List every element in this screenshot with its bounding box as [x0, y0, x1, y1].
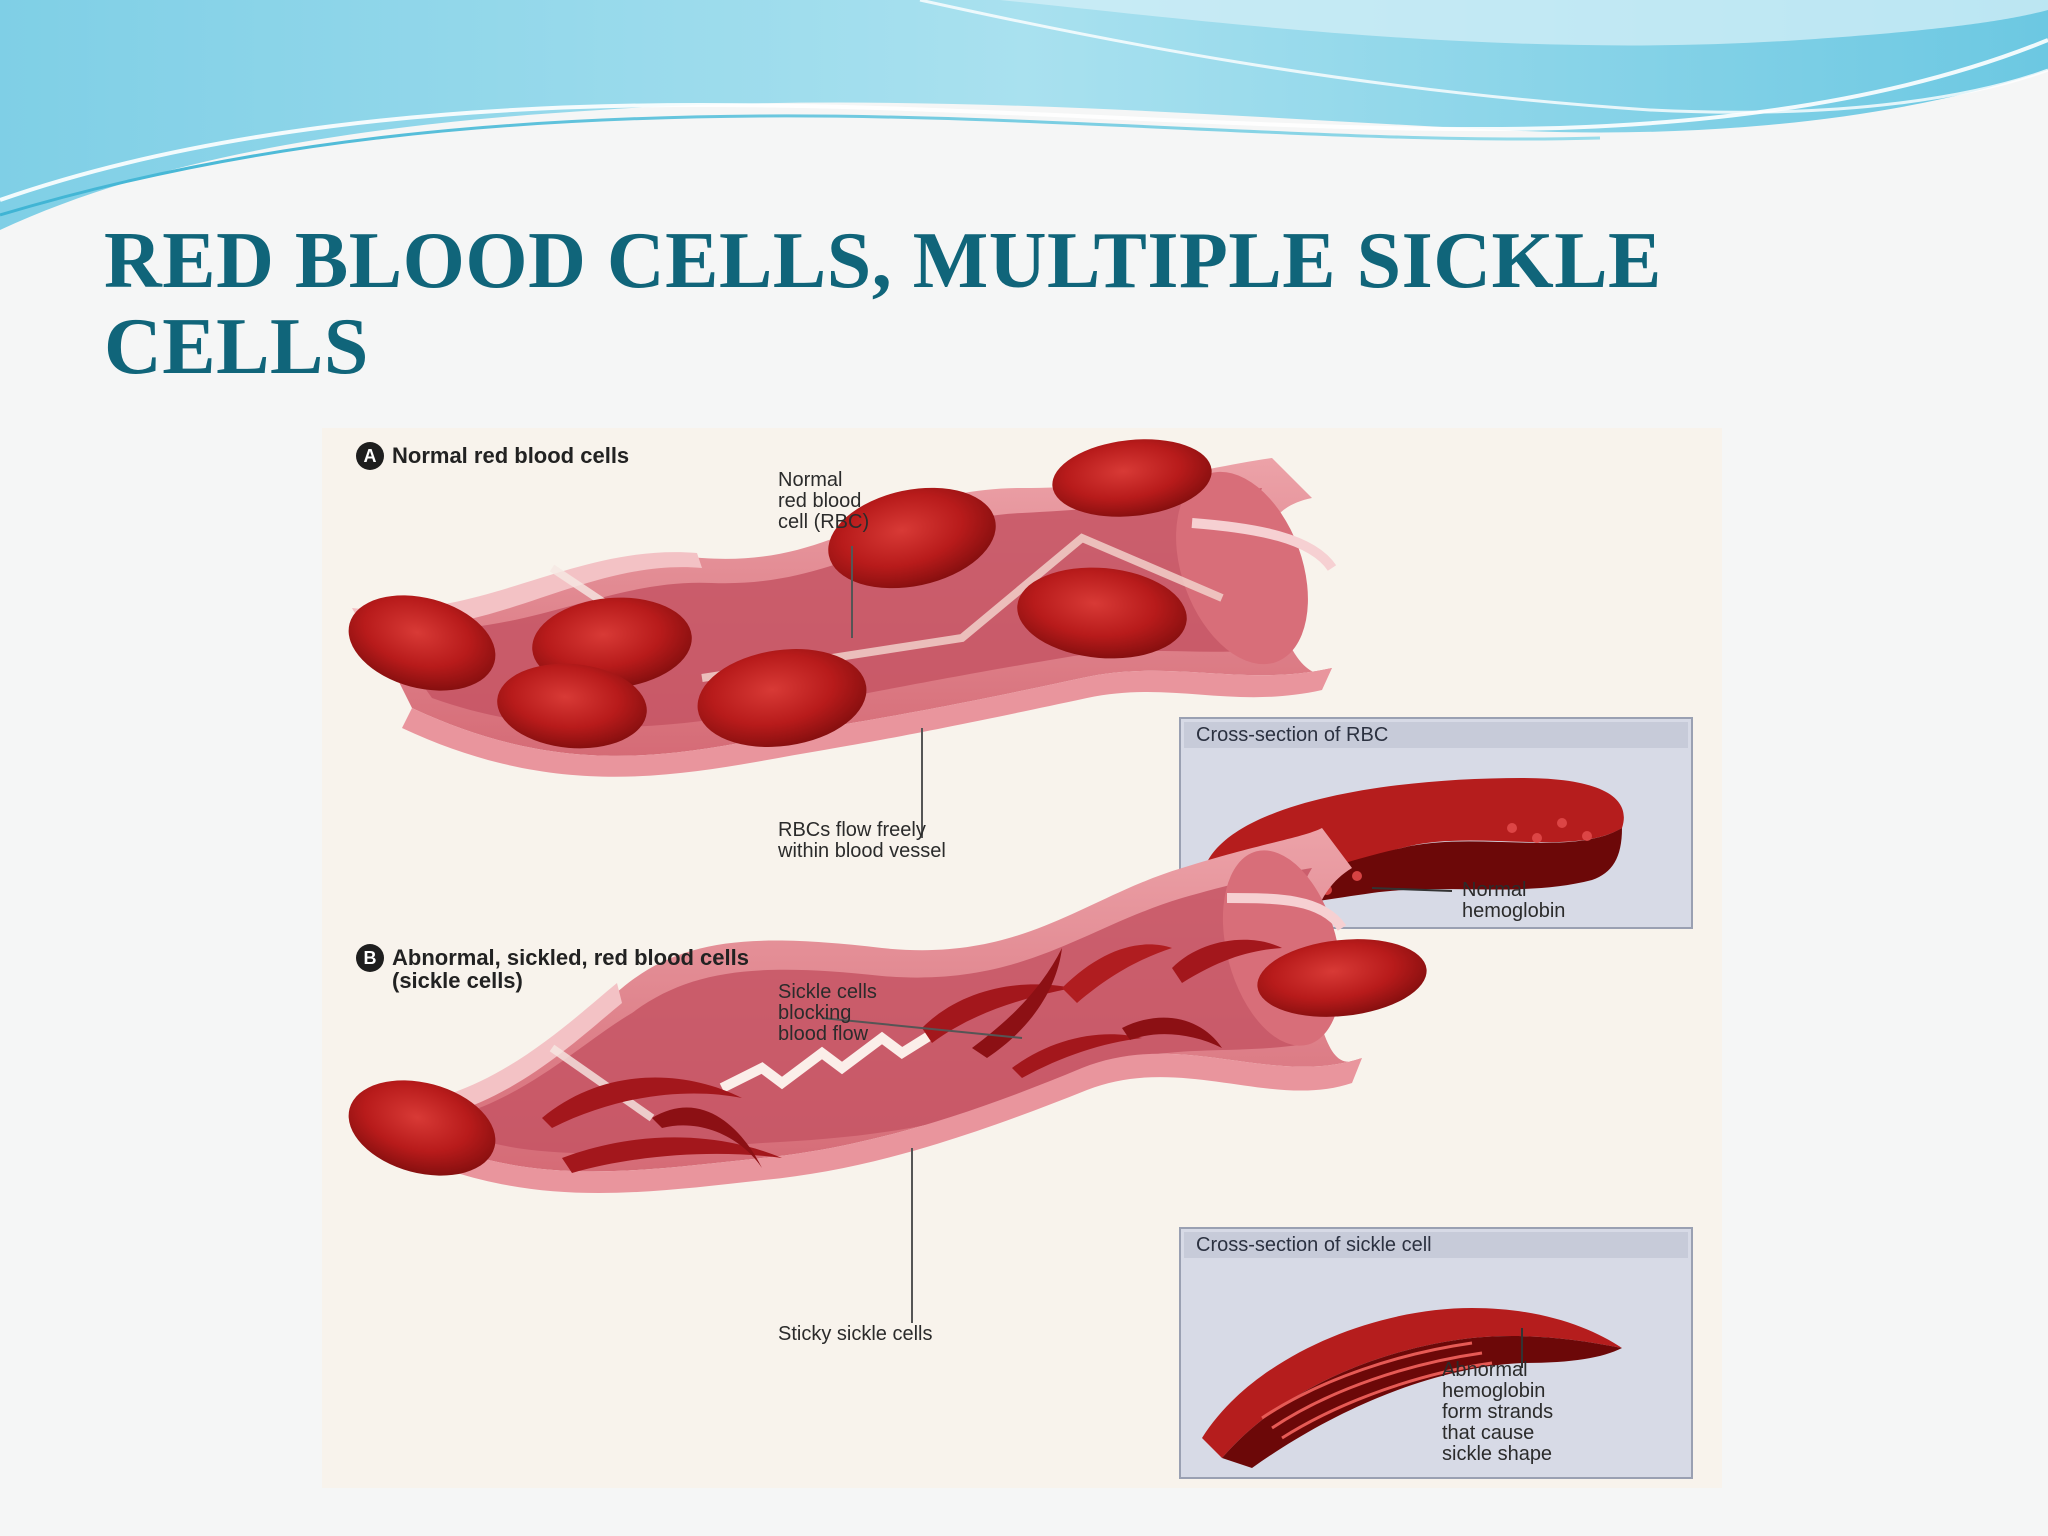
panel-b-title: Abnormal, sickled, red blood cells (sick…	[392, 945, 749, 993]
callout-sticky-sickle: Sticky sickle cells	[778, 1323, 933, 1345]
callout-normal-rbc: Normal red blood cell (RBC)	[778, 469, 870, 533]
callout-rbc-flow: RBCs flow freely within blood vessel	[778, 819, 946, 862]
blood-vessel-drawing	[348, 439, 1693, 1479]
callout-leader-lines	[821, 546, 1023, 1323]
callout-sickle-blocking: Sickle cells blocking blood flow	[778, 981, 877, 1045]
normal-red-blood-cells	[348, 439, 1212, 749]
sickle-cells	[348, 939, 1427, 1176]
inset-a-title: Cross-section of RBC	[1196, 724, 1389, 746]
slide-title: RED BLOOD CELLS, MULTIPLE SICKLE CELLS	[104, 217, 1662, 391]
inset-b-label: Abnormal hemoglobin form strands that ca…	[1442, 1359, 1554, 1465]
sickle-cell-illustration: A Normal red blood cells Normal red bloo…	[322, 428, 1722, 1488]
panel-a-title: Normal red blood cells	[392, 443, 630, 468]
inset-b-title: Cross-section of sickle cell	[1196, 1234, 1432, 1256]
inset-a-label: Normal hemoglobin	[1462, 879, 1566, 922]
inset-sickle-cross-section	[1179, 1227, 1693, 1479]
header-wave-decoration	[0, 0, 2048, 230]
panel-a-badge: A	[356, 442, 384, 470]
panel-b-badge: B	[356, 944, 384, 972]
